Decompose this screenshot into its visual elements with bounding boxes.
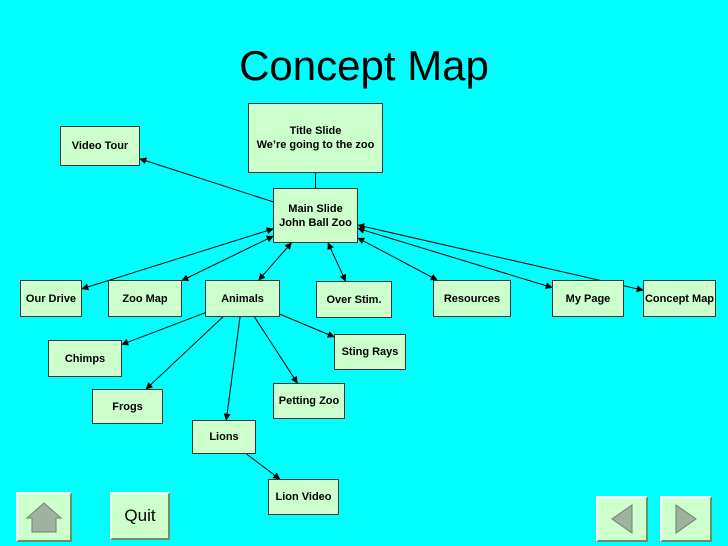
connector-animals-lions	[223, 316, 241, 421]
node-label: Chimps	[64, 352, 106, 365]
node-label: Lions	[209, 431, 239, 443]
node-label: Title Slide	[289, 125, 342, 137]
home-icon	[25, 502, 63, 533]
back-button[interactable]	[596, 496, 648, 542]
node-label: Main Slide	[288, 202, 343, 215]
node-animals[interactable]: Animals	[205, 280, 280, 317]
node-our-drive[interactable]: Our Drive	[20, 280, 82, 317]
quit-button[interactable]: Quit	[110, 492, 170, 540]
node-over-stim[interactable]: Over Stim.	[316, 281, 392, 318]
triangle-left-icon	[611, 504, 633, 534]
connector-main_slide-animals	[258, 242, 292, 281]
node-label: Concept Map	[644, 292, 715, 305]
node-frogs[interactable]: Frogs	[92, 389, 163, 424]
node-label: John Ball Zoo	[279, 216, 352, 229]
node-label: Lion Video	[275, 491, 332, 503]
node-label: Over Stim.	[326, 293, 382, 306]
node-label: Resources	[443, 292, 501, 305]
node-label: Sting Rays	[341, 346, 399, 358]
connector-animals-sting_rays	[279, 313, 335, 338]
node-concept-map[interactable]: Concept Map	[643, 280, 716, 317]
node-video-tour[interactable]: Video Tour	[60, 126, 140, 166]
forward-button[interactable]	[660, 496, 712, 542]
node-label: My Page	[565, 292, 611, 305]
connector-main_slide-resources	[357, 237, 438, 281]
node-label: Video Tour	[71, 140, 129, 152]
connector-main_slide-video_tour	[139, 157, 274, 203]
connector-animals-chimps	[121, 312, 206, 346]
connector-animals-frogs	[145, 316, 224, 390]
node-petting-zoo[interactable]: Petting Zoo	[273, 383, 345, 419]
node-label: Zoo Map	[122, 292, 168, 305]
home-button[interactable]	[16, 492, 72, 542]
connector-main_slide-my_page	[357, 226, 553, 290]
node-my-page[interactable]: My Page	[552, 280, 624, 317]
connector-main_slide-concept_map	[357, 223, 644, 293]
node-label: Our Drive	[25, 292, 77, 305]
node-label: We’re going to the zoo	[256, 139, 375, 151]
node-label: Petting Zoo	[278, 395, 340, 407]
connector-lions-lion_video	[246, 453, 281, 480]
connector-animals-petting_zoo	[254, 316, 298, 384]
page-title: Concept Map	[239, 42, 489, 89]
node-sting-rays[interactable]: Sting Rays	[334, 334, 406, 370]
triangle-right-icon	[675, 504, 697, 534]
node-label: Frogs	[112, 400, 143, 413]
connector-main_slide-zoo_map	[181, 235, 274, 281]
node-lions[interactable]: Lions	[192, 420, 256, 454]
node-lion-video[interactable]: Lion Video	[268, 479, 339, 515]
node-chimps[interactable]: Chimps	[48, 340, 122, 377]
node-resources[interactable]: Resources	[433, 280, 511, 317]
node-label: Animals	[221, 292, 264, 305]
connector-main_slide-over_stim	[327, 242, 347, 282]
node-zoo-map[interactable]: Zoo Map	[108, 280, 182, 317]
